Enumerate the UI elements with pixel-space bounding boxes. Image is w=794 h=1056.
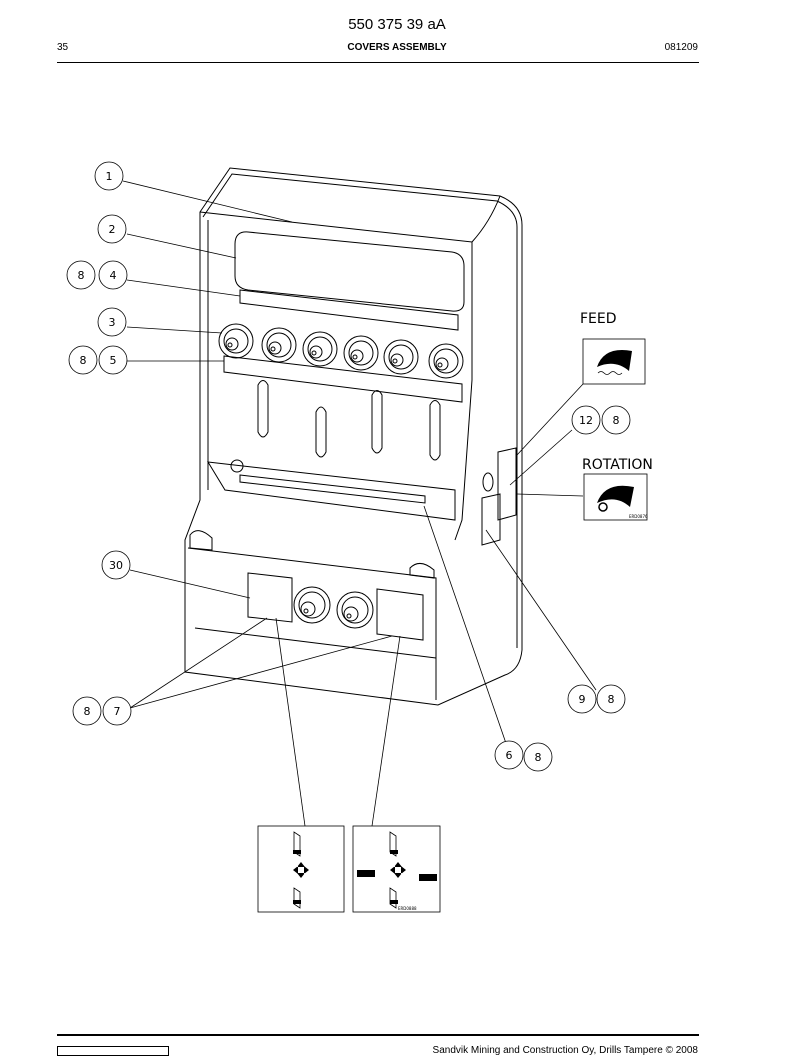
control-decal-right — [352, 825, 441, 913]
lower-panel-top — [187, 547, 437, 700]
boom-left-icon — [357, 870, 375, 877]
joystick-knob — [302, 331, 338, 367]
callout-circle — [567, 684, 597, 714]
cover-plate — [247, 572, 293, 623]
console-hole — [230, 459, 244, 473]
lever-grip-icon — [293, 850, 301, 854]
footer-copyright: Sandvik Mining and Construction Oy, Dril… — [432, 1045, 698, 1056]
joystick-knob — [293, 586, 331, 624]
joystick-knob — [261, 327, 297, 363]
callout-circle — [98, 345, 128, 375]
joystick-knob — [428, 343, 464, 379]
callout-label: 3 — [109, 316, 116, 329]
callout-circle — [97, 214, 127, 244]
decal-strip — [239, 289, 459, 331]
joystick-knob — [383, 339, 419, 375]
document-number: 550 375 39 aA — [348, 16, 446, 33]
lever-slot — [257, 380, 269, 438]
callout-label: 12 — [579, 414, 593, 427]
callout-circle — [68, 345, 98, 375]
callout-label: 4 — [110, 269, 117, 282]
lever-slot — [371, 390, 383, 454]
callout-label: 8 — [613, 414, 620, 427]
direction-arrows-icon — [293, 862, 309, 878]
feed-symbol — [597, 350, 632, 371]
callout-circle — [72, 696, 102, 726]
side-plate — [481, 493, 501, 546]
lever-grip-icon — [390, 900, 398, 904]
lever-slot — [429, 400, 441, 461]
lever-grip-icon — [293, 900, 301, 904]
callout-label: 8 — [535, 751, 542, 764]
cover-plate — [376, 588, 424, 641]
date-code: 081209 — [664, 42, 698, 53]
lever-up-icon — [293, 831, 301, 857]
callout-circle — [97, 307, 127, 337]
cabinet-outline — [184, 167, 523, 706]
callout-circle — [101, 550, 131, 580]
boom-right-icon — [419, 874, 437, 881]
sandvik-logo — [57, 1046, 169, 1056]
callout-label: 8 — [78, 269, 85, 282]
console-rail — [239, 474, 426, 504]
direction-arrows-icon — [390, 862, 406, 878]
cabinet-inner-edge — [202, 173, 518, 648]
rotation-symbol — [597, 485, 634, 507]
lower-bar — [223, 355, 463, 403]
lever-up-icon — [389, 831, 397, 857]
callout-label: 1 — [106, 170, 113, 183]
callout-label: 8 — [84, 705, 91, 718]
callout-label: 8 — [608, 693, 615, 706]
callout-circle — [66, 260, 96, 290]
rotation-label: ROTATION — [582, 457, 653, 473]
lever-down-icon — [389, 887, 397, 909]
joystick-knob — [336, 591, 374, 629]
callout-circle — [102, 696, 132, 726]
side-hole — [482, 472, 494, 492]
rotation-decal-code: ERD0876 — [629, 514, 648, 519]
side-plate — [497, 447, 517, 521]
callout-label: 8 — [80, 354, 87, 367]
callout-circle — [601, 405, 631, 435]
callout-circle — [523, 742, 553, 772]
joystick-knob — [343, 335, 379, 371]
callout-label: 5 — [110, 354, 117, 367]
page-number: 35 — [57, 42, 69, 53]
lever-grip-icon — [390, 850, 398, 854]
wave-icon — [597, 371, 623, 375]
right-inner-edge — [454, 379, 473, 541]
header-rule — [57, 62, 699, 63]
lever-down-icon — [293, 887, 301, 909]
footer-rule — [57, 1034, 699, 1036]
callout-label: 9 — [579, 693, 586, 706]
lower-panel-rail — [194, 627, 437, 659]
callout-circle — [494, 740, 524, 770]
console-shelf — [207, 461, 456, 521]
callout-circle — [94, 161, 124, 191]
lower-panel-bump — [409, 563, 435, 579]
control-decal-left — [257, 825, 345, 913]
lever-slot — [315, 406, 327, 458]
feed-label: FEED — [580, 311, 617, 327]
section-title: COVERS ASSEMBLY — [347, 42, 447, 53]
display-window — [234, 231, 465, 312]
top-edge — [199, 195, 501, 243]
control-decal-code: ERD0888 — [398, 906, 417, 911]
callout-circle — [98, 260, 128, 290]
joystick-row — [218, 323, 464, 629]
rotation-arrow-icon — [598, 502, 608, 512]
leader-lines — [122, 180, 597, 827]
callout-circle — [571, 405, 601, 435]
callout-label: 30 — [109, 559, 123, 572]
lower-panel-bump — [189, 530, 213, 551]
callout-label: 6 — [506, 749, 513, 762]
joystick-knob — [218, 323, 254, 359]
callout-circle — [596, 684, 626, 714]
callout-label: 7 — [114, 705, 121, 718]
callout-label: 2 — [109, 223, 116, 236]
